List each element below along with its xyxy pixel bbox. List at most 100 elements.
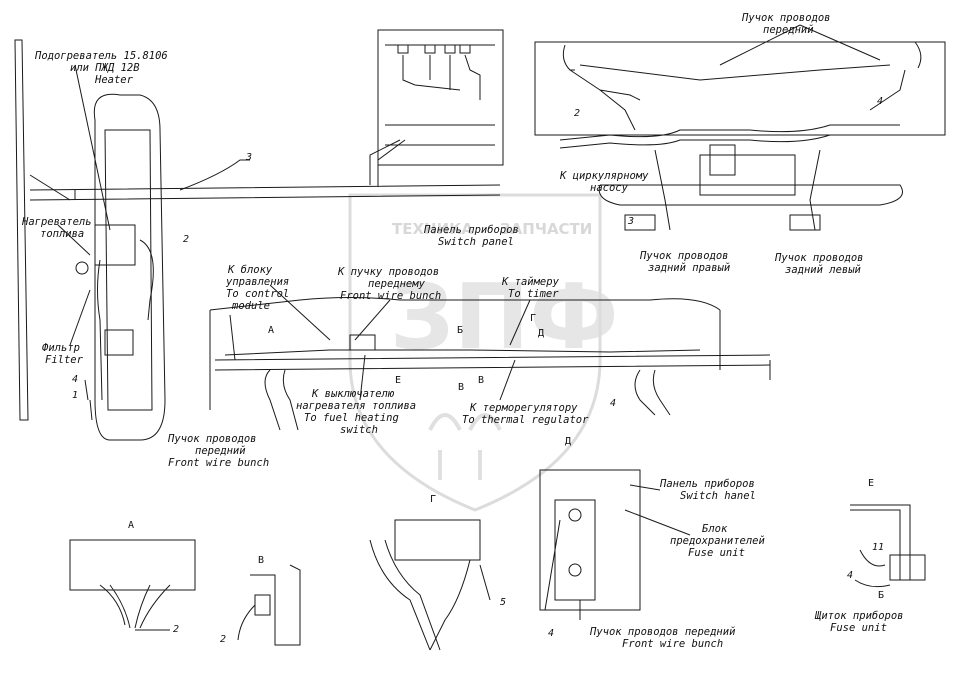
label-fuel-switch-3: To fuel heating bbox=[304, 412, 399, 424]
fuel-heater-knob bbox=[76, 262, 88, 274]
wire-4-top bbox=[870, 70, 905, 110]
view-d-pointer-1 bbox=[630, 485, 660, 490]
view-letter-b1: Б bbox=[457, 325, 464, 336]
view-d-pointer-2 bbox=[625, 510, 690, 535]
pointer-control bbox=[270, 285, 330, 340]
ref-number-2b: 2 bbox=[574, 108, 581, 119]
watermark-shield bbox=[350, 195, 600, 510]
ref-number-1: 1 bbox=[72, 390, 79, 401]
label-rear-left-1: Пучок проводов bbox=[775, 252, 864, 264]
label-fuel-heater-2: топлива bbox=[40, 228, 85, 240]
dash-wires bbox=[403, 55, 480, 100]
view-letter-v1: В bbox=[458, 382, 465, 393]
label-heater-1: Подогреватель 15.8106 bbox=[35, 50, 168, 62]
watermark-text-1: ТЕХНИКА bbox=[392, 220, 474, 238]
label-fuel-heater-1: Нагреватель bbox=[22, 216, 92, 228]
dash-connector-3 bbox=[445, 45, 455, 53]
view-letter-b2: Б bbox=[878, 590, 885, 601]
ref-number-11: 11 bbox=[872, 542, 885, 553]
view-b-connector bbox=[255, 595, 270, 615]
label-switch-hanel-2: Switch hanel bbox=[680, 490, 756, 502]
view-d-panel bbox=[540, 470, 640, 610]
view-d-wires bbox=[545, 520, 580, 620]
watermark-text-2: ЗАПЧАСТИ bbox=[500, 220, 593, 238]
view-a-wires bbox=[100, 585, 170, 628]
clamp-left bbox=[265, 370, 298, 430]
dash-inner bbox=[385, 45, 495, 145]
pointer-timer bbox=[510, 300, 530, 345]
dash-connector-2 bbox=[425, 45, 435, 53]
chassis-lamp-right bbox=[915, 42, 921, 68]
wire-bunch-front bbox=[570, 65, 890, 130]
watermark-logo: ЗПФ bbox=[390, 265, 619, 370]
heater-box bbox=[95, 225, 135, 265]
label-control-2: управления bbox=[226, 276, 290, 288]
ref-number-2d: 2 bbox=[220, 634, 227, 645]
view-d-screw-2 bbox=[569, 564, 581, 576]
dash-box bbox=[378, 30, 503, 165]
main-frame-left bbox=[210, 310, 235, 410]
view-letter-v3: В bbox=[258, 555, 265, 566]
label-fuel-switch-4: switch bbox=[340, 424, 378, 436]
pointer-thermal bbox=[500, 360, 515, 400]
filter-pointer bbox=[70, 290, 90, 345]
ref-number-4d: 4 bbox=[548, 628, 555, 639]
view-be-device bbox=[890, 555, 925, 580]
label-fuel-switch-2: нагревателя топлива bbox=[296, 400, 417, 412]
view-letter-g2: Г bbox=[430, 494, 437, 505]
view-letter-d1: Д bbox=[538, 328, 545, 339]
label-heater-3: Heater bbox=[95, 74, 133, 86]
lower-chassis bbox=[599, 185, 902, 205]
view-letter-v2: В bbox=[478, 375, 485, 386]
label-switch-panel-2: Switch panel bbox=[438, 236, 514, 248]
label-control-3: To control bbox=[226, 288, 290, 300]
cab-front-panel bbox=[15, 40, 28, 420]
view-a-box bbox=[70, 540, 195, 590]
mount-left bbox=[625, 215, 655, 230]
view-letter-a1: А bbox=[268, 325, 275, 336]
label-to-front-bunch-3: Front wire bunch bbox=[340, 290, 442, 302]
main-frame-top bbox=[210, 298, 720, 311]
label-control-1: К блоку bbox=[228, 264, 273, 276]
wire-1 bbox=[85, 380, 92, 420]
ref-number-2a: 2 bbox=[183, 234, 190, 245]
label-front-bunch-top-2: передний bbox=[763, 24, 814, 36]
label-control-4: module bbox=[232, 300, 270, 312]
label-fuel-switch-1: К выключателю bbox=[312, 388, 395, 400]
label-thermal-2: To thermal regulator bbox=[462, 414, 589, 426]
tube-3 bbox=[180, 160, 250, 190]
label-to-front-bunch-2: переднему bbox=[368, 278, 425, 290]
view-b-bracket bbox=[250, 565, 300, 645]
clamp-right bbox=[635, 370, 670, 415]
ref-number-4c: 4 bbox=[610, 398, 617, 409]
label-thermal-1: К терморегулятору bbox=[470, 402, 578, 414]
view-be-wires bbox=[855, 550, 890, 587]
view-letter-e1: Е bbox=[395, 375, 402, 386]
pump-box bbox=[700, 155, 795, 195]
cab-wheel-outer bbox=[94, 94, 165, 440]
label-switch-panel-1: Панель приборов bbox=[424, 224, 519, 236]
label-fuse-unit-1: Блок bbox=[702, 523, 728, 535]
rear-wires bbox=[655, 150, 820, 230]
dash-connector-1 bbox=[398, 45, 408, 53]
label-front-bunch-left-1: Пучок проводов bbox=[168, 433, 257, 445]
heater-pointer bbox=[58, 65, 110, 255]
pointer-front-top bbox=[720, 25, 880, 65]
label-circ-pump-1: К циркулярному bbox=[560, 170, 649, 182]
view-letter-g1: Г bbox=[530, 313, 537, 324]
view-g-body bbox=[395, 520, 480, 560]
view-letter-e2: Е bbox=[868, 478, 875, 489]
label-filter-2: Filter bbox=[45, 354, 83, 366]
frame-rail-left bbox=[30, 185, 500, 200]
main-wire bbox=[225, 350, 700, 355]
view-d-screw-1 bbox=[569, 509, 581, 521]
pointer-fuel bbox=[360, 355, 365, 400]
filter-box bbox=[105, 330, 133, 355]
ref-number-4a: 4 bbox=[72, 374, 79, 385]
view-g-wires bbox=[430, 560, 490, 650]
label-instrument-panel-2: Fuse unit bbox=[830, 622, 887, 634]
view-b-wires bbox=[238, 605, 255, 640]
dash-connector-4 bbox=[460, 45, 470, 53]
label-front-bunch-bottom-2: Front wire bunch bbox=[622, 638, 724, 650]
